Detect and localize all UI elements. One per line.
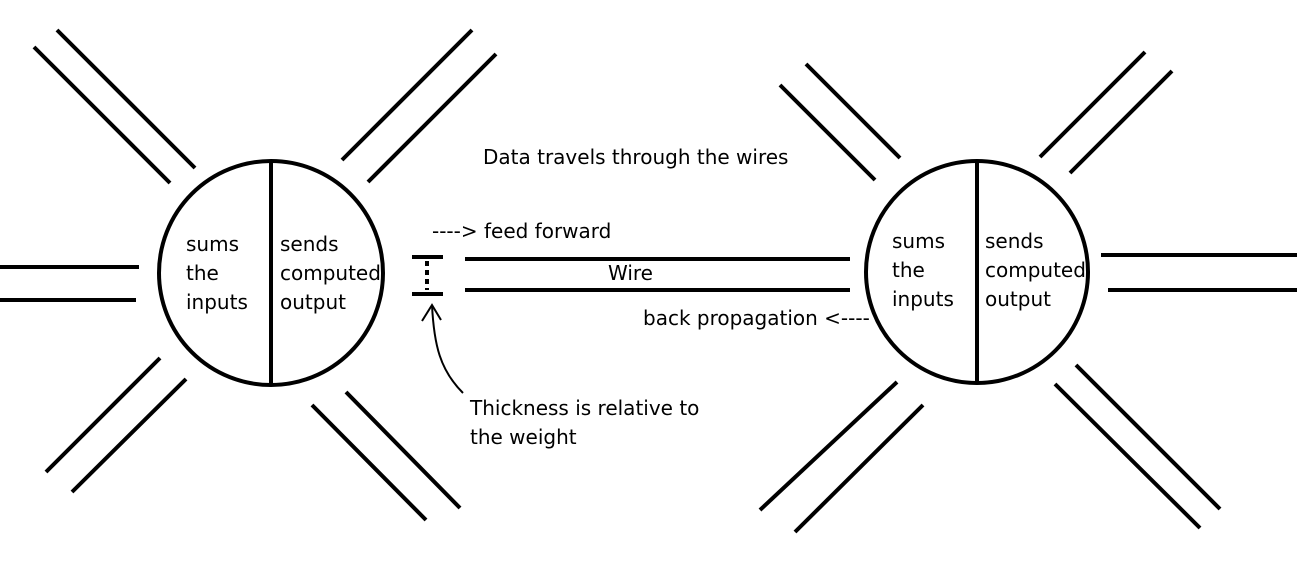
feed-forward-label: ----> feed forward <box>432 219 611 243</box>
wire-title: Data travels through the wires <box>483 145 788 169</box>
wire-pair-lower-left <box>44 356 188 494</box>
back-propagation-label: back propagation <---- <box>643 306 870 330</box>
wire-pair-upper-left-r <box>778 62 902 182</box>
wire-pair-right-r <box>1101 253 1297 292</box>
wire-pair-upper-left <box>32 28 197 185</box>
connecting-wire <box>465 257 850 292</box>
wire-label: Wire <box>608 261 653 285</box>
left-neuron-output-text: sends computed output <box>280 232 387 314</box>
wire-pair-lower-right <box>310 390 462 522</box>
left-neuron-wires <box>0 28 498 522</box>
thickness-indicator <box>412 255 443 296</box>
right-neuron-output-text: sends computed output <box>985 229 1092 311</box>
right-neuron-sum-text: sums the inputs <box>892 229 954 311</box>
left-neuron-sum-text: sums the inputs <box>186 232 248 314</box>
right-neuron: sums the inputs sends computed output <box>864 159 1092 385</box>
wire-pair-left <box>0 265 139 302</box>
left-neuron: sums the inputs sends computed output <box>157 159 387 387</box>
wire-pair-lower-left-r <box>758 380 925 534</box>
thickness-arrow <box>421 303 464 394</box>
right-neuron-wires <box>758 50 1297 534</box>
wire-pair-lower-right-r <box>1053 363 1222 530</box>
weight-note: Thickness is relative to the weight <box>469 396 706 449</box>
wire-pair-upper-right-r <box>1038 50 1174 175</box>
wire-pair-upper-right <box>340 28 498 184</box>
